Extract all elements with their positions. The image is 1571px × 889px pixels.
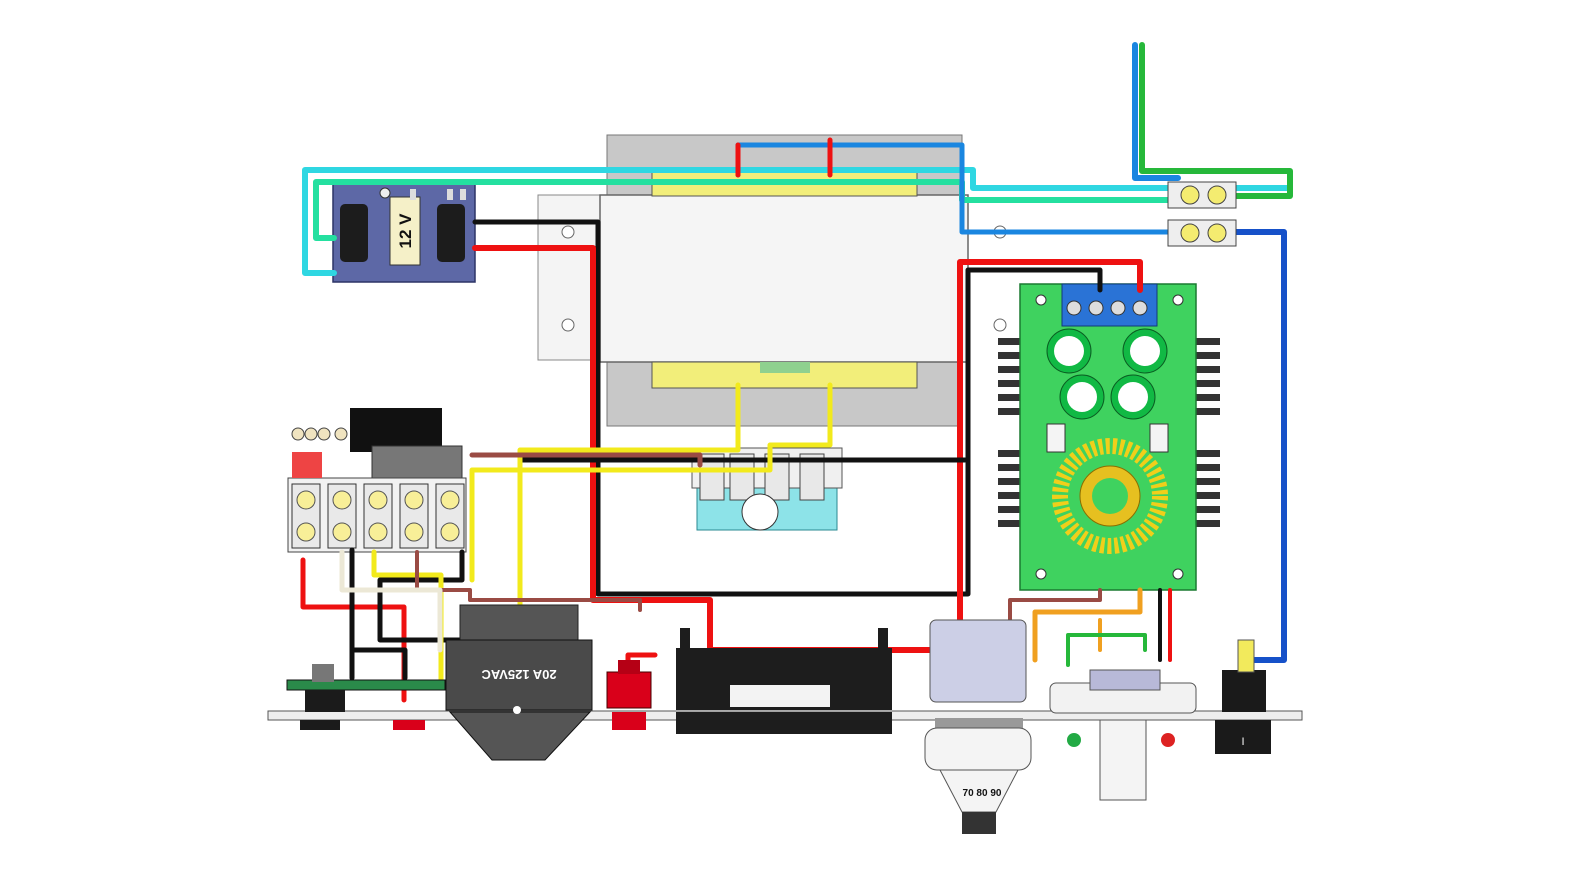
mount-hole — [993, 318, 1007, 332]
potentiometer: 70 80 90 — [924, 619, 1032, 834]
wire-green-right — [1139, 42, 1293, 199]
panel-meter — [676, 628, 892, 734]
transformer-body — [599, 194, 969, 363]
wire-brown-1 — [469, 452, 703, 468]
indicator-pcb — [286, 664, 446, 730]
rocker-switch-label: 20A 125VAC — [481, 667, 557, 682]
rocker-switch: 20A 125VAC — [445, 604, 593, 761]
wire-green-bottom — [1066, 633, 1147, 667]
psu-module-label: 12 V — [396, 213, 415, 249]
wire-yellow-1 — [517, 382, 741, 613]
panel-switch-symbol: I — [1241, 736, 1244, 748]
wire-connector-block — [1167, 181, 1237, 247]
capacitors — [1046, 328, 1168, 420]
mount-hole — [561, 318, 575, 332]
wire-black-psu — [472, 219, 1103, 597]
transformer-label — [760, 362, 810, 373]
transformer — [537, 134, 1007, 427]
binding-post-red — [606, 660, 652, 730]
wire-beige — [339, 549, 443, 653]
wire-brown-2 — [415, 550, 642, 612]
dial-scale-text: 70 80 90 — [963, 788, 1002, 799]
psu-led — [379, 187, 391, 199]
buck-converter-module — [998, 283, 1220, 591]
wire-yellow-2 — [469, 382, 833, 583]
wire-dark-blue — [1233, 229, 1287, 663]
wire-blue-right — [1132, 42, 1181, 181]
wire-orange — [1032, 587, 1143, 663]
wire-green-cyan — [313, 179, 1173, 241]
wire-cyan — [302, 167, 1291, 276]
pot-cluster — [1049, 669, 1197, 801]
psu-module-12v: 12 V — [332, 182, 476, 283]
toroid-inductor — [1052, 438, 1168, 554]
mount-hole — [561, 225, 575, 239]
toggle-switch: I — [1215, 639, 1271, 754]
terminal-strip-left — [287, 408, 467, 553]
wire-black-left — [349, 547, 408, 681]
